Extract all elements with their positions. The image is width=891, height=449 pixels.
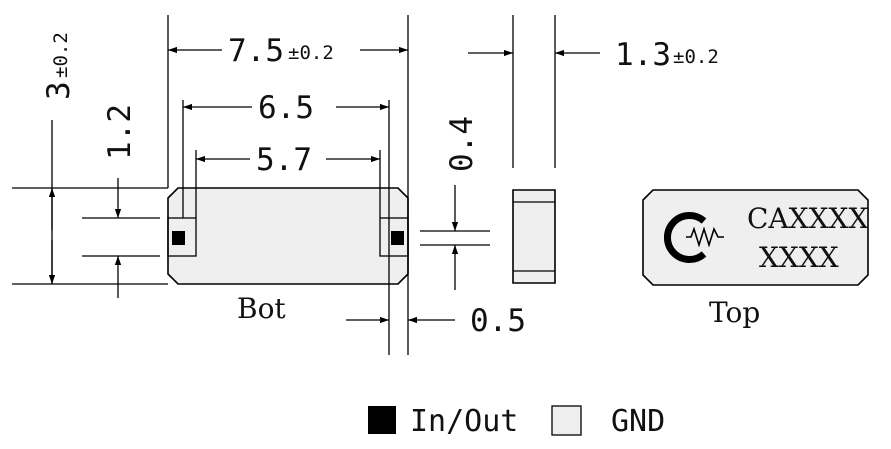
legend-io-label: In/Out	[410, 404, 518, 439]
bottom-view-label: Bot	[237, 292, 286, 325]
length-tolerance: ±0.2	[288, 42, 334, 64]
manufacturer-logo	[663, 212, 724, 263]
length-value: 7.5	[228, 33, 284, 69]
left-pad-outline	[167, 217, 197, 257]
left-pad-io	[172, 231, 185, 245]
bottom-view-body	[167, 187, 409, 285]
pad-offset-value: 0.5	[470, 303, 526, 339]
top-view: CAXXXX XXXX	[642, 189, 869, 286]
dim-width: 3 ±0.2	[41, 32, 77, 284]
height-tolerance: ±0.2	[673, 46, 719, 68]
marking-line1: CAXXXX	[747, 202, 868, 235]
right-pad-io	[391, 231, 404, 245]
pad-inner-value: 5.7	[256, 142, 312, 178]
marking-line2: XXXX	[759, 241, 839, 274]
pad-thickness-value: 0.4	[444, 116, 480, 172]
dim-length: 7.5 ±0.2	[168, 33, 408, 69]
legend: In/Out GND	[368, 404, 665, 439]
bottom-view	[167, 187, 409, 285]
dim-pad-width: 1.2	[102, 104, 138, 298]
dim-pad-thickness: 0.4	[420, 116, 490, 290]
top-view-label: Top	[709, 296, 760, 329]
width-value: 3	[41, 81, 77, 100]
dim-pad-offset: 0.5	[346, 303, 526, 339]
legend-gnd-label: GND	[611, 404, 665, 439]
pad-outer-value: 6.5	[258, 90, 314, 126]
legend-io-swatch	[368, 406, 396, 434]
height-value: 1.3	[615, 37, 671, 73]
side-view	[512, 15, 556, 284]
pad-width-value: 1.2	[102, 104, 138, 160]
legend-gnd-swatch	[551, 405, 582, 436]
width-tolerance: ±0.2	[50, 32, 72, 78]
side-view-body	[512, 189, 556, 284]
extension-lines	[12, 15, 409, 355]
dim-pad-inner: 5.7	[196, 142, 380, 178]
dim-height: 1.3 ±0.2	[468, 37, 719, 73]
dim-pad-outer: 6.5	[183, 90, 389, 126]
top-view-body	[642, 189, 869, 286]
